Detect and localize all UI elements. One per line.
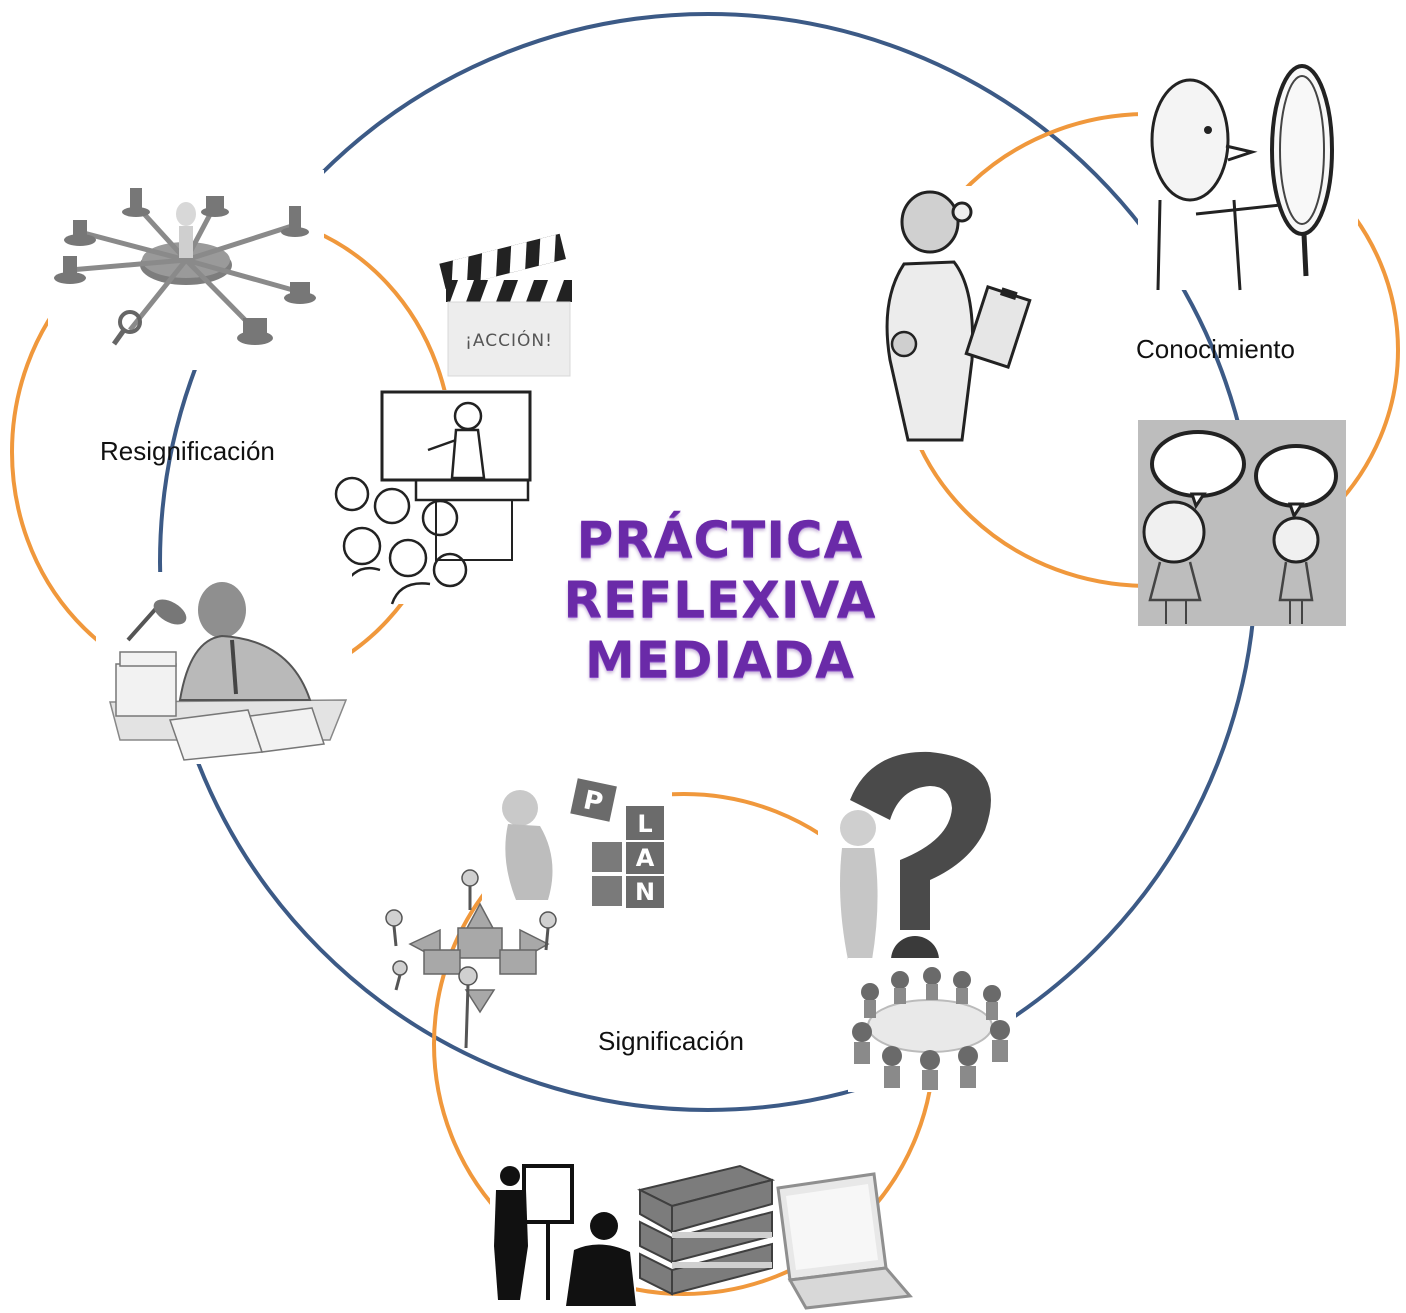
central-title: PRÁCTICA REFLEXIVA MEDIADA xyxy=(540,510,900,690)
clapperboard-text: ¡ACCIÓN! xyxy=(465,329,553,351)
network-people-icon xyxy=(48,170,324,370)
phase-label-conocimiento: Conocimiento xyxy=(1136,334,1295,364)
classroom-teacher-icon xyxy=(332,390,538,605)
phase-label-significacion: Significación xyxy=(598,1026,744,1056)
plan-letter-a: A xyxy=(636,844,655,872)
books-stack-icon xyxy=(637,1164,776,1296)
presentation-silhouette-icon xyxy=(490,1158,636,1308)
puzzle-arrows-people-icon xyxy=(385,869,557,1049)
title-line-2: REFLEXIVA xyxy=(563,571,877,629)
plan-letter-n: N xyxy=(635,878,655,906)
round-table-meeting-icon xyxy=(848,958,1016,1092)
phase-label-resignificacion: Resignificación xyxy=(100,436,275,466)
clapperboard-icon: ¡ACCIÓN! xyxy=(439,233,572,377)
doctor-clipboard-icon xyxy=(834,186,1040,450)
question-mark-person-icon xyxy=(818,751,991,984)
title-line-3: MEDIADA xyxy=(585,631,855,689)
title-line-1: PRÁCTICA xyxy=(576,511,864,569)
plan-blocks-icon: P L A N xyxy=(482,778,672,910)
man-mirror-icon xyxy=(1138,62,1358,291)
plan-letter-l: L xyxy=(637,810,652,838)
stressed-man-desk-icon xyxy=(96,572,352,764)
laptop-icon xyxy=(776,1172,913,1310)
speech-bubbles-people-icon xyxy=(1138,420,1346,626)
